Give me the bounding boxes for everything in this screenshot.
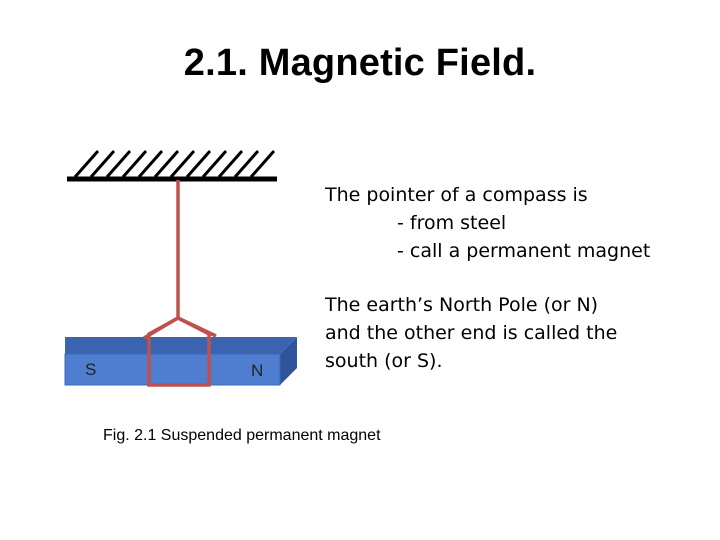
compass-line-3: - call a permanent magnet [397,240,651,262]
earth-line-1: The earth’s North Pole (or N) [325,294,599,316]
compass-line-2: - from steel [397,212,507,234]
bar-magnet: S N [64,337,297,386]
south-pole-label: S [85,360,96,379]
earth-line-2: and the other end is called the [325,322,618,344]
compass-line-1: The pointer of a compass is [325,184,588,206]
compass-text-block: The pointer of a compass is - from steel… [325,181,650,265]
ceiling-support [67,150,277,182]
magnet-front-face [64,353,281,386]
magnet-top-face [65,337,297,354]
slide-title: 2.1. Magnetic Field. [183,42,537,84]
suspension-string [143,180,217,387]
earth-pole-text-block: The earth’s North Pole (or N) and the ot… [325,291,617,375]
north-pole-label: N [251,361,263,380]
figure-caption: Fig. 2.1 Suspended permanent magnet [103,427,381,444]
ceiling-hatching [73,150,276,178]
magnet-side-face [280,337,297,385]
earth-line-3: south (or S). [325,350,443,372]
